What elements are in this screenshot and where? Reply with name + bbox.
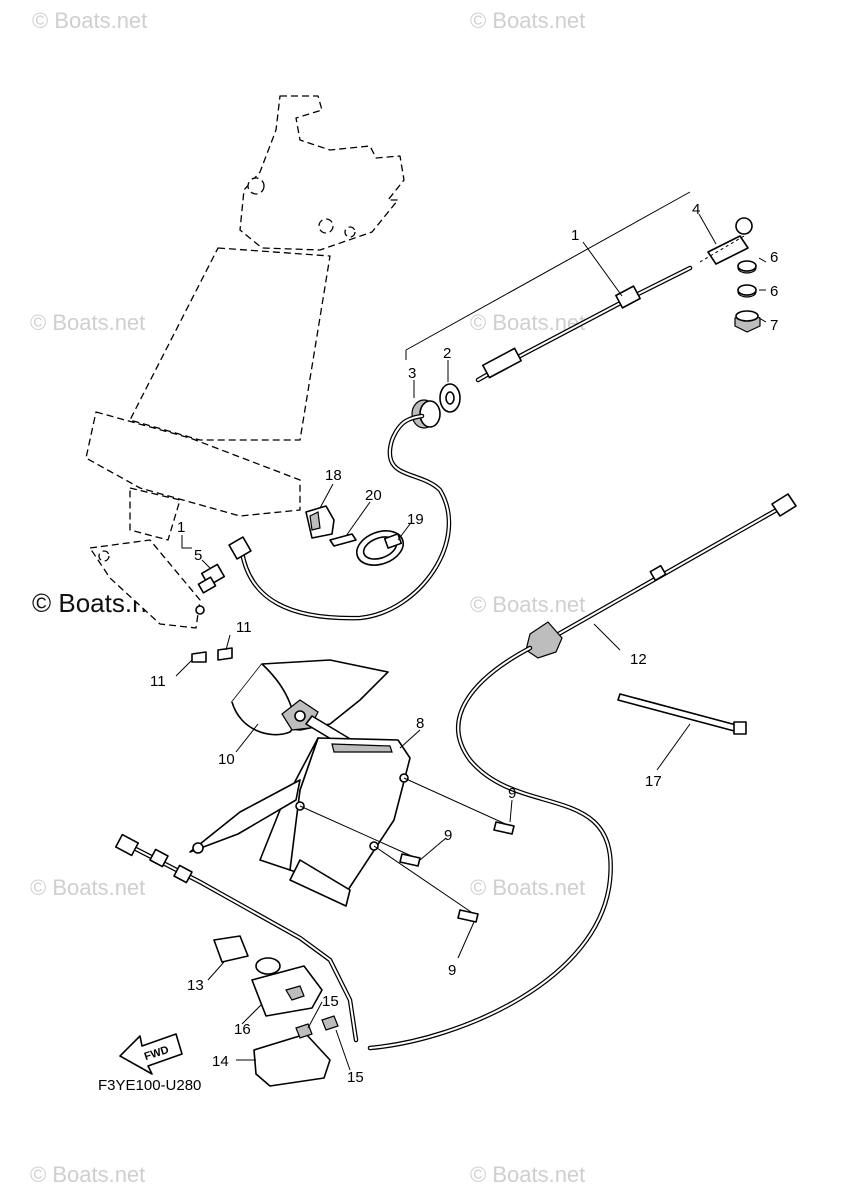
callout-6: 6	[770, 249, 778, 266]
callout-6: 6	[770, 283, 778, 300]
callout-17: 17	[645, 773, 662, 790]
callout-15: 15	[347, 1069, 364, 1086]
callout-16: 16	[234, 1021, 251, 1038]
cable-clips	[305, 505, 405, 566]
cable-holder	[251, 957, 339, 1087]
watermark: © Boats.net	[30, 875, 145, 900]
callout-15: 15	[322, 993, 339, 1010]
callout-11: 11	[150, 673, 166, 690]
callout-9: 9	[508, 785, 516, 802]
callout-9: 9	[444, 827, 452, 844]
callout-20: 20	[365, 487, 382, 504]
callout-10: 10	[218, 751, 235, 768]
screws	[299, 777, 515, 923]
callout-13: 13	[187, 977, 204, 994]
tie-strap	[617, 693, 747, 735]
callout-11: 11	[236, 619, 252, 636]
lever-unit	[231, 659, 389, 749]
mount-bracket	[89, 539, 201, 629]
callout-1: 1	[571, 227, 579, 244]
pivot-parts	[195, 536, 252, 615]
watermark: © Boats.net	[32, 8, 147, 33]
callout-8: 8	[416, 715, 424, 732]
callout-3: 3	[408, 365, 416, 382]
lower-cable-end	[114, 833, 359, 1043]
callouts: 1 4 6 6 7 2 3 18 20 19 1 5 11 11 12 8 10…	[150, 201, 778, 1086]
callout-19: 19	[407, 511, 424, 528]
callout-4: 4	[692, 201, 700, 218]
leader-lines	[175, 191, 767, 1071]
diagram-code: F3YE100-U280	[98, 1077, 201, 1094]
callout-7: 7	[770, 317, 778, 334]
watermark: © Boats.net	[470, 592, 585, 617]
callout-18: 18	[325, 467, 342, 484]
callout-12: 12	[630, 651, 647, 668]
throttle-cable	[367, 493, 797, 1051]
callout-1: 1	[177, 519, 185, 536]
watermark: © Boats.net	[470, 875, 585, 900]
watermark: © Boats.net	[470, 1162, 585, 1187]
bushings	[411, 383, 461, 429]
callout-9: 9	[448, 962, 456, 979]
screws-11	[191, 647, 233, 663]
remote-bracket	[189, 737, 411, 907]
callout-14: 14	[212, 1053, 229, 1070]
shift-cable	[475, 217, 753, 383]
frame-outline	[85, 95, 405, 541]
watermark: © Boats.net	[470, 8, 585, 33]
washers-nut	[734, 260, 761, 333]
fwd-arrow-icon: FWD	[119, 1033, 183, 1075]
watermark: © Boats.net	[30, 310, 145, 335]
watermarks: © Boats.net © Boats.net © Boats.net © Bo…	[30, 8, 585, 1187]
watermark: © Boats.net	[30, 1162, 145, 1187]
callout-5: 5	[194, 547, 202, 564]
callout-2: 2	[443, 345, 451, 362]
